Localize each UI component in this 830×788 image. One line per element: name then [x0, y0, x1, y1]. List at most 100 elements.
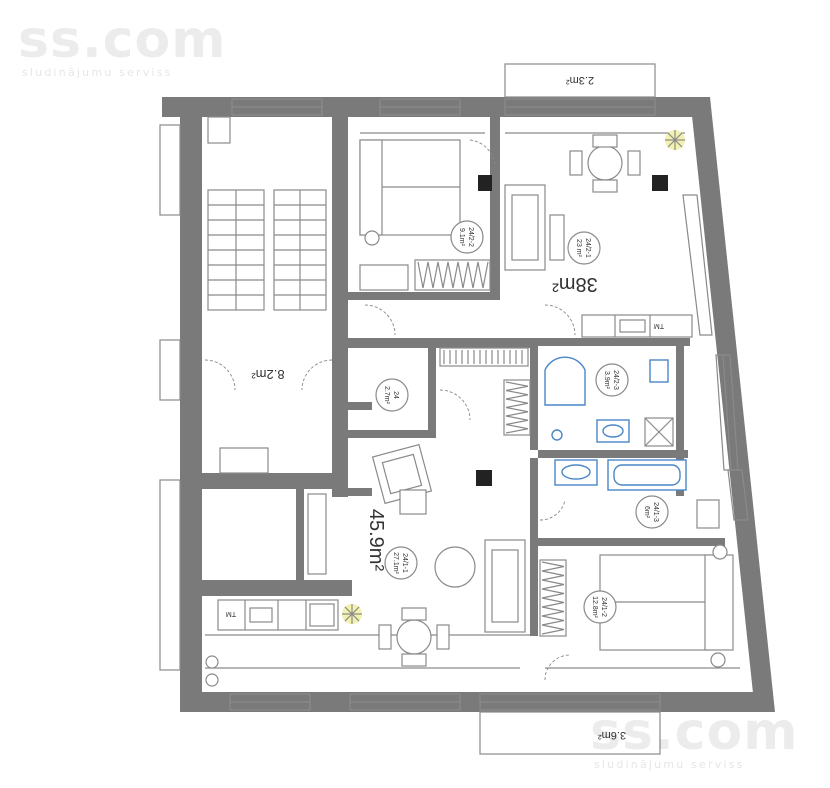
room-id-24-1-1: 24/1-1: [401, 553, 408, 573]
room-24-1-2: 24/1-2 12.8m²: [539, 544, 734, 681]
interior-walls: [202, 117, 725, 636]
room-tag-24-2-3: [595, 363, 629, 397]
linework: [505, 398, 529, 404]
room-area-24: 2.7m²: [383, 386, 390, 405]
room-area-24-1-1: 27.1m²: [392, 552, 399, 574]
dining-set-upper: [569, 134, 641, 193]
room-tag-24-1-3: [635, 495, 669, 529]
armchair: [371, 443, 433, 515]
round-table-lower: [434, 546, 476, 588]
room-area-24-1-2: 12.8m²: [591, 596, 598, 618]
linework: [344, 613, 353, 622]
stair-area: 8.2m²: [251, 367, 285, 382]
linework: [541, 628, 565, 635]
radiator-strip: [439, 347, 529, 367]
linework: [541, 574, 565, 581]
linework: [541, 601, 565, 608]
room-24-2-3: 24/2-3 3.9m²: [544, 356, 674, 447]
linework: [541, 579, 565, 586]
room-tag-24: [375, 378, 409, 412]
linework: [541, 606, 565, 613]
room-tag-24-2-1: [567, 231, 601, 265]
room-area-24-2-2: 9.1m²: [458, 228, 465, 247]
balcony-bottom-area: 3.6m²: [598, 729, 626, 741]
linework: [417, 261, 424, 289]
linework: [505, 406, 529, 413]
linework: [505, 423, 529, 430]
linework: [541, 561, 565, 568]
room-id-24-1-3: 24/1-3: [652, 502, 659, 522]
linework: [482, 261, 489, 289]
wardrobe-upper: [414, 259, 491, 291]
room-id-24: 24: [392, 391, 399, 399]
balcony-bottom: 3.6m²: [479, 711, 661, 755]
wardrobe-hall: [503, 379, 531, 436]
appliance-label-lower: TM: [226, 610, 236, 617]
linework: [427, 261, 434, 289]
linework: [505, 385, 529, 392]
linework: [351, 613, 360, 622]
linework: [457, 261, 464, 289]
linework: [541, 615, 565, 622]
toilet-lower-icon: [696, 499, 720, 529]
left-fragments: [159, 124, 181, 671]
linework: [505, 411, 529, 417]
balcony-top-area: 2.3m²: [566, 74, 594, 86]
room-tag-24-1-1: [384, 546, 418, 580]
appliance-label-upper: TM: [654, 322, 664, 329]
staircase: 8.2m²: [204, 116, 333, 474]
room-24-2-2: 24/2-2 9.1m²: [359, 139, 496, 336]
room-area-24-1-3: 6m²: [643, 506, 650, 519]
plant-icon: [665, 130, 685, 150]
linework: [422, 261, 429, 289]
room-id-24-2-2: 24/2-2: [467, 227, 474, 247]
watermark-top-tagline: sludinājumu serviss: [22, 66, 173, 79]
linework: [477, 261, 484, 289]
linework: [447, 261, 454, 289]
toilet-icon: [649, 359, 669, 383]
linework: [667, 139, 676, 148]
linework: [344, 606, 353, 615]
linework: [351, 606, 360, 615]
watermark-brand-bottom: ss.com: [590, 702, 799, 762]
dimension-lines: [205, 132, 740, 669]
linework: [674, 139, 683, 148]
linework: [541, 597, 565, 604]
linework: [674, 132, 683, 141]
plant-icon-lower: [342, 604, 362, 624]
room-tag-24-1-2: [583, 590, 617, 624]
linework: [541, 610, 565, 617]
shower-icon: [544, 356, 586, 406]
linework: [541, 619, 565, 626]
lower-apartment-area: 45.9m²: [365, 509, 387, 572]
linework: [472, 261, 479, 289]
room-24-2-1: TM 24/2-1 23 m² 38m²: [504, 130, 713, 338]
sofa-lower: [484, 539, 526, 633]
room-tag-24-2-2: [450, 220, 484, 254]
wardrobe-lower: [539, 559, 567, 637]
room-id-24-2-1: 24/2-1: [584, 238, 591, 258]
upper-apartment-area: 38m²: [552, 273, 598, 295]
linework: [505, 394, 529, 400]
linework: [541, 583, 565, 590]
linework: [505, 389, 529, 396]
linework: [541, 624, 565, 631]
linework: [467, 261, 474, 289]
double-bed-lower: [599, 544, 734, 668]
linework: [541, 592, 565, 599]
linework: [442, 261, 449, 289]
dining-set-lower: [378, 607, 450, 667]
linework: [541, 565, 565, 572]
linework: [541, 570, 565, 577]
watermark-top: ss.com: [18, 14, 226, 66]
windows: [229, 98, 749, 711]
linework: [432, 261, 439, 289]
kitchen-upper: TM: [581, 314, 693, 338]
linework: [541, 588, 565, 595]
balcony-top: 2.3m²: [504, 63, 656, 98]
room-id-24-1-2: 24/1-2: [600, 597, 607, 617]
linework: [437, 261, 444, 289]
room-24: 24 2.7m²: [375, 378, 409, 412]
watermark-brand: ss.com: [18, 10, 227, 70]
linework: [667, 132, 676, 141]
